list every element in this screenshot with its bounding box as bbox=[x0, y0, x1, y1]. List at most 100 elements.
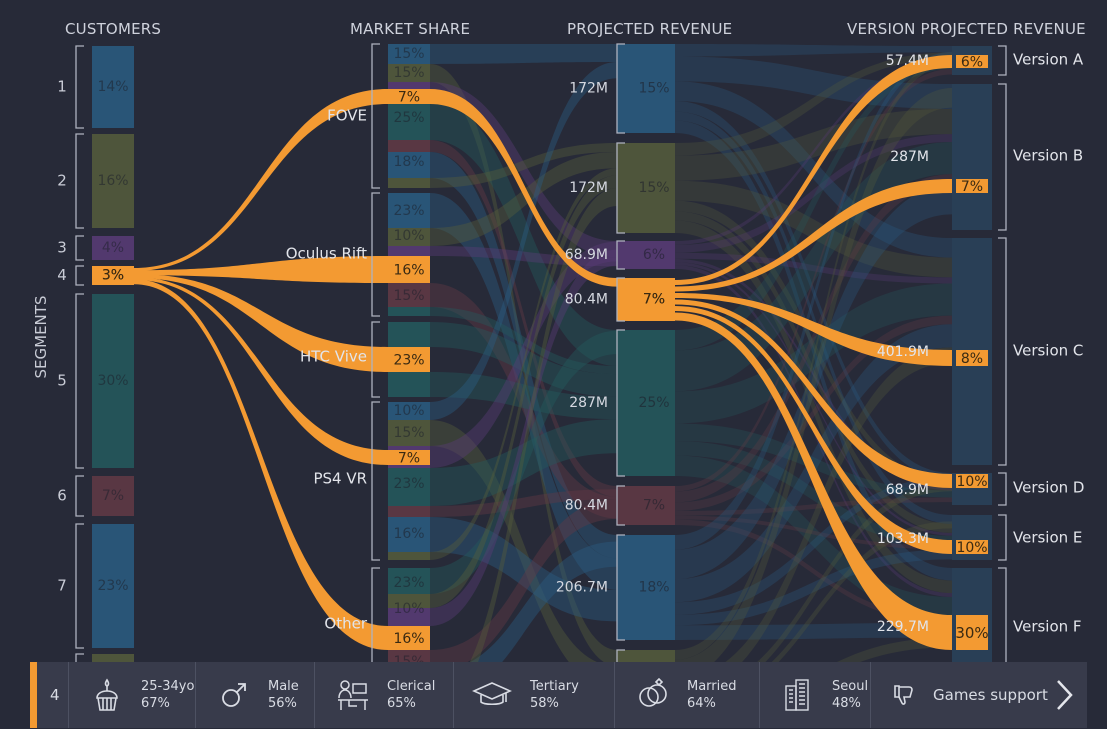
selected-segment: 4 bbox=[50, 686, 60, 704]
version-revenue-label: 229.7M bbox=[877, 619, 929, 635]
flow-band bbox=[430, 283, 617, 519]
customer-share-label: 14% bbox=[97, 79, 128, 95]
flow-band bbox=[430, 168, 617, 560]
market-share-segment bbox=[388, 506, 430, 517]
version-bar bbox=[952, 84, 992, 230]
flow-band bbox=[675, 258, 952, 491]
revenue-highlight-bar bbox=[617, 278, 675, 321]
attribute-value: 65% bbox=[387, 696, 416, 711]
version-name-label: Version A bbox=[1013, 51, 1084, 69]
market-share-segment bbox=[388, 152, 430, 178]
flow-band bbox=[675, 58, 952, 245]
segment-number: 5 bbox=[57, 372, 67, 390]
customer-share-label: 30% bbox=[97, 373, 128, 389]
customer-bar bbox=[92, 236, 134, 260]
attribute-interest[interactable]: Games support bbox=[870, 662, 1051, 728]
segment-bracket bbox=[75, 45, 84, 129]
highlight-flow bbox=[134, 256, 388, 283]
attribute-title: Seoul bbox=[832, 679, 869, 694]
version-name-label: Version E bbox=[1013, 529, 1082, 547]
desk-worker-icon bbox=[333, 675, 373, 715]
market-share-segment bbox=[388, 178, 430, 188]
flow-band bbox=[430, 62, 617, 420]
customer-bar bbox=[92, 134, 134, 228]
flow-band bbox=[430, 322, 617, 397]
attribute-title: Games support bbox=[933, 685, 1048, 704]
revenue-bar bbox=[617, 44, 675, 133]
product-label: PS4 VR bbox=[313, 470, 367, 488]
market-share-segment bbox=[388, 228, 430, 246]
revenue-bracket bbox=[616, 277, 625, 322]
revenue-bracket bbox=[616, 142, 625, 234]
customer-highlight-bar bbox=[92, 266, 134, 285]
flow-band bbox=[675, 52, 952, 156]
highlight-flow bbox=[134, 89, 388, 271]
flow-band bbox=[675, 440, 952, 546]
customer-share-label: 3% bbox=[102, 268, 124, 284]
market-share-segment bbox=[388, 193, 430, 228]
flow-band bbox=[430, 372, 617, 420]
flow-band bbox=[675, 51, 952, 550]
revenue-bracket bbox=[616, 534, 625, 641]
flow-band bbox=[675, 622, 952, 640]
revenue-share-label: 15% bbox=[638, 180, 669, 196]
customer-highlight-label: 3% bbox=[102, 268, 124, 284]
version-name-label: Version D bbox=[1013, 479, 1084, 497]
market-share-segment bbox=[388, 650, 430, 662]
chevron-right-icon[interactable] bbox=[1049, 676, 1079, 714]
attribute-title: Married bbox=[687, 679, 737, 694]
flow-band bbox=[675, 108, 952, 181]
flow-band bbox=[675, 283, 952, 424]
market-share-segment bbox=[388, 517, 430, 552]
revenue-bracket bbox=[616, 43, 625, 134]
revenue-value-label: 80.4M bbox=[565, 292, 608, 308]
market-share-highlight-label: 16% bbox=[393, 631, 424, 647]
flow-band bbox=[430, 140, 617, 497]
segment-number: 4 bbox=[57, 266, 67, 284]
flow-band bbox=[430, 499, 617, 662]
market-share-label: 25% bbox=[393, 110, 424, 126]
revenue-share-label: 15% bbox=[638, 81, 669, 97]
flow-band bbox=[675, 519, 952, 623]
segment-number: 7 bbox=[57, 577, 67, 595]
customer-share-label: 7% bbox=[102, 488, 124, 504]
revenue-value-label: 68.9M bbox=[565, 247, 608, 263]
product-bracket bbox=[371, 401, 380, 561]
flow-band bbox=[675, 88, 952, 662]
version-bracket bbox=[998, 514, 1007, 561]
flow-band bbox=[756, 484, 952, 662]
flow-band bbox=[430, 44, 617, 64]
version-name-label: Version B bbox=[1013, 147, 1083, 165]
market-share-segment bbox=[388, 246, 430, 256]
flow-band bbox=[430, 100, 617, 366]
flow-band bbox=[675, 211, 952, 533]
market-share-header: MARKET SHARE bbox=[350, 20, 471, 38]
flow-band bbox=[675, 180, 952, 278]
market-share-segment bbox=[388, 568, 430, 594]
market-share-highlight-label: 7% bbox=[398, 451, 420, 467]
attribute-title: Clerical bbox=[387, 679, 436, 694]
attribute-title: 25-34yo bbox=[141, 679, 195, 694]
market-share-highlight bbox=[388, 450, 430, 465]
segments-axis-label: SEGMENTS bbox=[32, 295, 50, 379]
version-bracket bbox=[998, 472, 1007, 506]
version-highlight-label: 7% bbox=[961, 179, 983, 195]
segment-number: 6 bbox=[57, 487, 67, 505]
market-share-highlight-label: 7% bbox=[398, 90, 420, 106]
market-share-segment bbox=[388, 552, 430, 560]
segment-bracket bbox=[75, 265, 84, 286]
market-share-label: 15% bbox=[393, 425, 424, 441]
projected-revenue-header: PROJECTED REVENUE bbox=[567, 20, 733, 38]
flow-band bbox=[430, 489, 617, 517]
revenue-bracket bbox=[616, 329, 625, 477]
attribute-occupation[interactable]: Clerical 65% bbox=[314, 662, 453, 728]
flow-band bbox=[675, 100, 952, 481]
flow-band bbox=[469, 188, 617, 662]
customer-bar bbox=[92, 46, 134, 128]
customer-bar bbox=[92, 476, 134, 516]
